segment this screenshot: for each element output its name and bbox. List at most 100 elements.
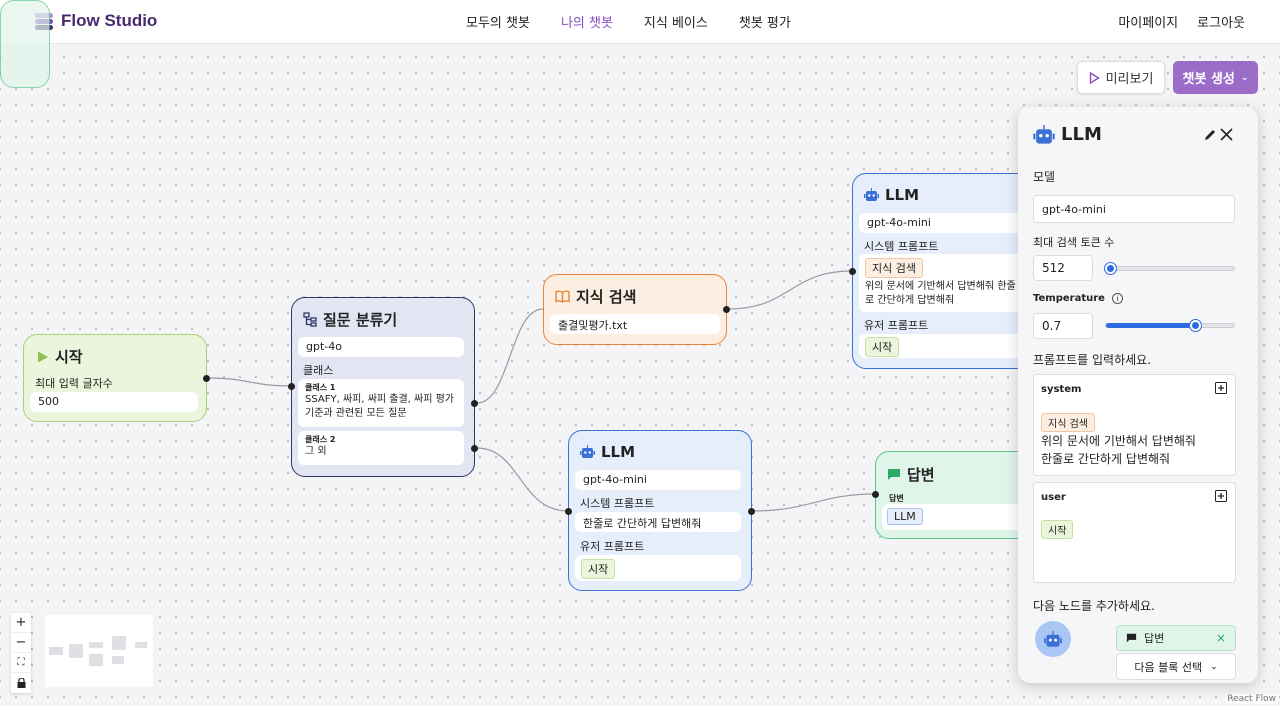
next-node-label: 다음 노드를 추가하세요. <box>1033 599 1155 613</box>
node-knowledge-search[interactable]: 지식 검색 출결및평가.txt <box>543 274 730 345</box>
node-llm-1[interactable]: LLM gpt-4o-mini 시스템 프롬프트 지식 검색 위의 문서에 기반… <box>849 173 1032 369</box>
user-role-label: user <box>1041 492 1066 503</box>
llm-2-user-tag: 시작 <box>581 559 616 579</box>
close-icon[interactable] <box>1220 128 1233 141</box>
node-llm-1-input-handle[interactable] <box>849 268 856 275</box>
nav-my-chatbots[interactable]: 나의 챗봇 <box>560 16 613 31</box>
answer-field-label: 답변 <box>889 494 904 503</box>
node-llm-1-title: LLM <box>864 186 919 204</box>
play-icon <box>38 351 48 362</box>
panel-title: LLM <box>1061 124 1102 145</box>
book-icon <box>555 290 570 303</box>
temperature-slider-thumb[interactable] <box>1189 320 1201 331</box>
system-prompt-box[interactable]: system 지식 검색 위의 문서에 기반해서 답변해줘 한줄로 간단하게 답… <box>1033 374 1236 476</box>
remove-icon[interactable]: × <box>1215 631 1226 645</box>
logout-link[interactable]: 로그아웃 <box>1197 16 1245 31</box>
nav-account: 마이페이지 로그아웃 <box>1118 12 1245 31</box>
node-answer-title: 답변 <box>887 464 935 485</box>
robot-icon <box>580 445 595 458</box>
nav-all-chatbots[interactable]: 모두의 챗봇 <box>466 16 530 31</box>
classifier-icon <box>303 312 317 327</box>
app-title: Flow Studio <box>61 11 158 30</box>
llm-1-system-label: 시스템 프롬프트 <box>864 240 939 253</box>
max-tokens-slider[interactable] <box>1105 263 1235 274</box>
add-variable-icon[interactable] <box>1215 382 1227 394</box>
create-label: 챗봇 생성 <box>1182 72 1235 87</box>
nav-links: 모두의 챗봇 나의 챗봇 지식 베이스 챗봇 평가 <box>466 12 791 31</box>
nav-chatbot-eval[interactable]: 챗봇 평가 <box>738 16 791 31</box>
info-icon[interactable]: i <box>1111 293 1123 304</box>
chevron-down-icon: ⌄ <box>1240 72 1249 83</box>
zoom-in-icon[interactable]: + <box>11 613 31 633</box>
model-input[interactable]: gpt-4o-mini <box>1033 195 1235 223</box>
max-tokens-slider-thumb[interactable] <box>1105 263 1117 274</box>
next-block-select-label: 다음 블록 선택 <box>1134 660 1203 674</box>
panel-header: LLM <box>1033 124 1102 145</box>
system-text: 위의 문서에 기반해서 답변해줘 한줄로 간단하게 답변해줘 <box>1041 432 1196 468</box>
add-variable-icon[interactable] <box>1215 490 1227 502</box>
fit-view-icon[interactable]: ⛶ <box>11 653 31 673</box>
temperature-slider[interactable] <box>1105 320 1235 331</box>
chat-bubble-icon <box>1126 633 1137 643</box>
node-llm-2-output-handle[interactable] <box>748 508 755 515</box>
node-start-title: 시작 <box>37 346 83 367</box>
node-answer[interactable]: 답변 답변 LLM <box>872 451 1035 539</box>
user-prompt-box[interactable]: user 시작 <box>1033 482 1236 583</box>
llm-1-user-label: 유저 프롬프트 <box>864 319 929 332</box>
temperature-slider-fill <box>1106 323 1196 328</box>
node-start-output-handle[interactable] <box>203 375 210 382</box>
max-input-label: 최대 입력 글자수 <box>35 377 113 390</box>
node-start[interactable]: 시작 최대 입력 글자수 500 <box>23 334 210 422</box>
max-tokens-input[interactable]: 512 <box>1033 255 1093 281</box>
node-llm-2-title: LLM <box>580 443 635 461</box>
react-flow-attribution[interactable]: React Flow <box>1225 694 1278 704</box>
chevron-down-icon: ⌄ <box>1210 661 1218 672</box>
system-role-label: system <box>1041 384 1082 395</box>
class-2-label: 클래스 2 <box>305 435 336 444</box>
preview-label: 미리보기 <box>1105 72 1154 87</box>
node-classifier-input-handle[interactable] <box>288 383 295 390</box>
node-llm-2[interactable]: LLM gpt-4o-mini 시스템 프롬프트 한줄로 간단하게 답변해줘 유… <box>565 430 755 591</box>
zoom-controls: + − ⛶ <box>11 613 31 693</box>
llm-2-user-label: 유저 프롬프트 <box>580 540 645 553</box>
preview-button[interactable]: 미리보기 <box>1077 61 1165 94</box>
llm-1-model: gpt-4o-mini <box>859 213 1025 233</box>
node-classifier[interactable]: 질문 분류기 gpt-4o 클래스 클래스 1 SSAFY, 싸피, 싸피 출결… <box>288 297 478 477</box>
logo[interactable]: Flow Studio <box>35 11 157 31</box>
class-1-output-handle[interactable] <box>471 400 478 407</box>
node-knowledge-output-handle[interactable] <box>723 306 730 313</box>
lock-icon[interactable] <box>11 673 31 693</box>
pencil-icon[interactable] <box>1204 129 1216 141</box>
top-nav: Flow Studio 모두의 챗봇 나의 챗봇 지식 베이스 챗봇 평가 마이… <box>0 0 1280 44</box>
classifier-class-label: 클래스 <box>303 364 334 377</box>
robot-icon <box>864 188 879 201</box>
chat-bubble-icon <box>888 469 900 480</box>
node-classifier-title: 질문 분류기 <box>303 309 397 330</box>
llm-1-user-prompt: 시작 <box>859 334 1025 358</box>
create-chatbot-button[interactable]: 챗봇 생성 ⌄ <box>1173 61 1258 94</box>
class-1-label: 클래스 1 <box>305 383 336 392</box>
node-answer-input-handle[interactable] <box>872 491 879 498</box>
robot-icon <box>1033 124 1055 144</box>
nav-knowledge-base[interactable]: 지식 베이스 <box>643 16 708 31</box>
next-node-chip[interactable]: 답변 × <box>1116 625 1236 651</box>
llm-2-system-text: 한줄로 간단하게 답변해줘 <box>575 512 741 532</box>
system-tag: 지식 검색 <box>1041 413 1095 432</box>
temperature-input[interactable]: 0.7 <box>1033 313 1093 339</box>
class-2-output-handle[interactable] <box>471 445 478 452</box>
node-llm-2-input-handle[interactable] <box>565 508 572 515</box>
temperature-label: Temperature <box>1033 293 1105 304</box>
max-input-value: 500 <box>30 392 198 412</box>
llm-1-system-prompt: 지식 검색 위의 문서에 기반해서 답변해줘 한줄로 간단하게 답변해줘 <box>859 254 1025 312</box>
llm-2-system-label: 시스템 프롬프트 <box>580 497 655 510</box>
next-block-select[interactable]: 다음 블록 선택 ⌄ <box>1116 653 1236 680</box>
minimap[interactable] <box>45 615 153 687</box>
zoom-out-icon[interactable]: − <box>11 633 31 653</box>
llm-2-user-prompt: 시작 <box>575 555 741 581</box>
classifier-model: gpt-4o <box>298 337 464 357</box>
node-offscreen[interactable] <box>0 0 50 88</box>
current-node-avatar <box>1035 621 1071 657</box>
mypage-link[interactable]: 마이페이지 <box>1118 16 1179 31</box>
robot-icon <box>1044 630 1062 647</box>
temperature-label-row: Temperature i <box>1033 293 1123 304</box>
